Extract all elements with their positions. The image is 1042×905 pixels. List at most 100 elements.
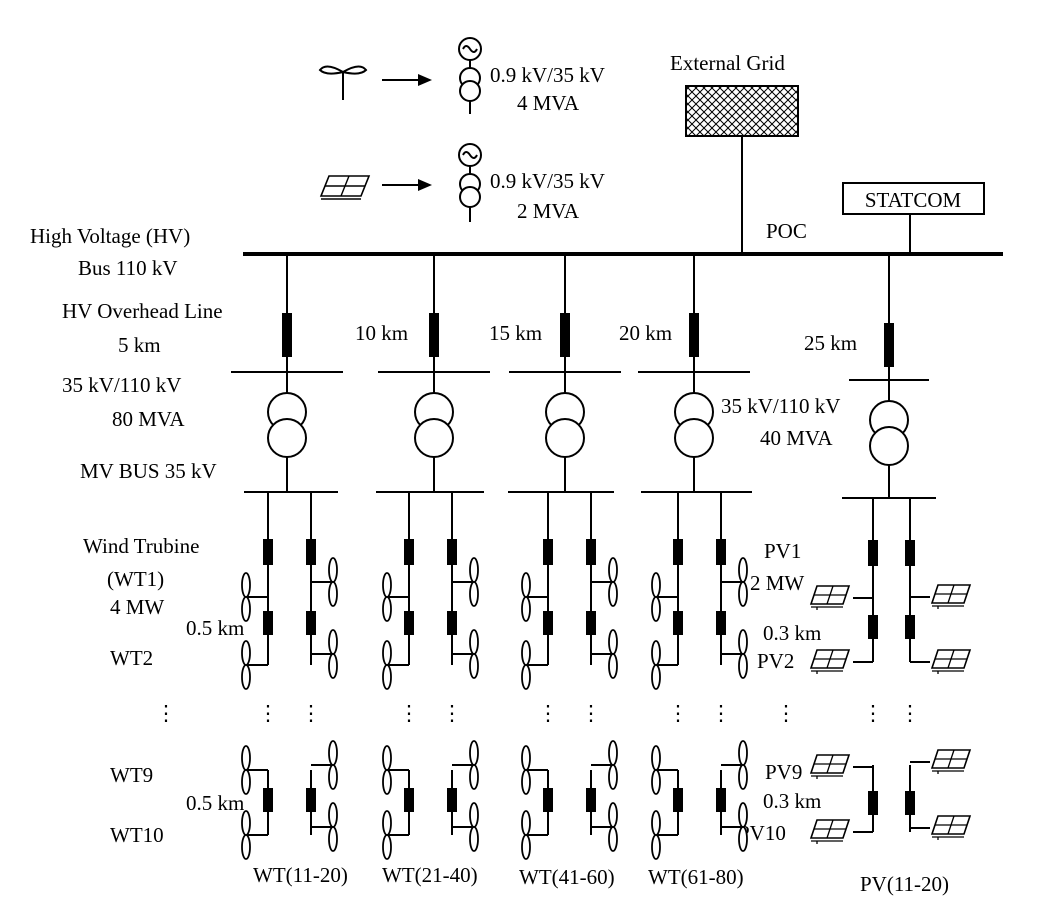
turbine-blade — [608, 802, 618, 828]
turbine-blade — [328, 826, 338, 852]
pv2-label: PV2 — [757, 649, 794, 673]
line-impedance-icon — [586, 539, 596, 565]
legend: 0.9 kV/35 kV 4 MVA 0.9 kV/35 kV 2 MVA — [318, 37, 605, 223]
ac-source-icon — [458, 37, 482, 68]
line-impedance-icon — [905, 791, 915, 815]
feeder4-tx-rating: 40 MVA — [760, 426, 833, 450]
turbine-blade — [608, 740, 618, 766]
transformer-icon — [545, 418, 585, 458]
feeder1-length: 5 km — [118, 333, 161, 357]
turbine-blade — [651, 834, 661, 860]
turbine-blade — [241, 596, 251, 622]
turbine-blade — [521, 834, 531, 860]
line-impedance-icon — [716, 788, 726, 812]
wt-gen-voltage: 0.9 kV/35 kV — [490, 63, 605, 87]
turbine-blade — [651, 810, 661, 836]
turbine-blade — [469, 740, 479, 766]
turbine-blade — [382, 572, 392, 598]
ellipsis: ⋮ — [156, 701, 177, 725]
feeder1-tx-rating: 80 MVA — [112, 407, 185, 431]
turbine-blade — [608, 826, 618, 852]
turbine-blade — [382, 834, 392, 860]
turbine-blade — [241, 769, 251, 795]
line-impedance-icon — [868, 540, 878, 566]
transformer-icon — [414, 418, 454, 458]
turbine-blade — [328, 764, 338, 790]
turbine-blade — [328, 581, 338, 607]
line-impedance-icon — [447, 539, 457, 565]
line-impedance-icon — [543, 788, 553, 812]
line-impedance-icon — [404, 611, 414, 635]
ellipsis: ⋮ — [900, 701, 921, 725]
line-impedance-icon — [586, 788, 596, 812]
turbine-blade — [469, 802, 479, 828]
turbine-blade — [738, 557, 748, 583]
turbine-blade — [241, 745, 251, 771]
wt-segment2-length: 0.5 km — [186, 791, 244, 815]
line-impedance-icon — [716, 539, 726, 565]
line-impedance-icon — [673, 539, 683, 565]
line-impedance-icon — [263, 788, 273, 812]
turbine-blade — [469, 764, 479, 790]
turbine-blade — [521, 745, 531, 771]
line-impedance-icon — [586, 611, 596, 635]
turbine-blade — [738, 802, 748, 828]
pv-segment-length: 0.3 km — [763, 621, 821, 645]
statcom-label: STATCOM — [865, 188, 962, 212]
turbine-blade — [651, 769, 661, 795]
line-impedance-icon — [868, 791, 878, 815]
turbine-blade — [241, 810, 251, 836]
turbine-blade — [521, 596, 531, 622]
turbine-blade — [738, 826, 748, 852]
line-impedance-icon — [404, 788, 414, 812]
pv9-label: PV9 — [765, 760, 802, 784]
statcom-block — [842, 182, 985, 215]
turbine-blade — [651, 640, 661, 666]
pv1-rating: 2 MW — [750, 571, 804, 595]
hv-bus-label: High Voltage (HV) — [30, 224, 190, 248]
feeder2-length: 10 km — [355, 321, 408, 345]
turbine-blade — [328, 653, 338, 679]
turbine-blade — [382, 596, 392, 622]
line-impedance-icon — [282, 313, 292, 357]
turbine-blade — [738, 629, 748, 655]
hv-line-label: HV Overhead Line — [62, 299, 223, 323]
turbine-blade — [651, 572, 661, 598]
ellipsis: ⋮ — [581, 701, 602, 725]
line-impedance-icon — [673, 788, 683, 812]
turbine-blade — [608, 581, 618, 607]
turbine-blade — [241, 640, 251, 666]
turbine-blade — [328, 629, 338, 655]
group-wt-11-20: WT(11-20) — [253, 863, 348, 887]
line-impedance-icon — [543, 539, 553, 565]
solar-panel-icon — [809, 754, 851, 779]
wt1-label-line2: (WT1) — [107, 567, 164, 591]
turbine-blade — [738, 581, 748, 607]
solar-panel-icon — [930, 749, 972, 774]
hv-bus-voltage: Bus 110 kV — [78, 256, 178, 280]
ellipsis: ⋮ — [399, 701, 420, 725]
ellipsis: ⋮ — [711, 701, 732, 725]
turbine-blade — [738, 740, 748, 766]
turbine-blade — [469, 653, 479, 679]
arrow-icon — [382, 74, 432, 86]
line-impedance-icon — [673, 611, 683, 635]
turbine-blade — [382, 745, 392, 771]
wt9-label: WT9 — [110, 763, 153, 787]
solar-panel-icon — [930, 584, 972, 609]
turbine-blade — [521, 572, 531, 598]
turbine-blade — [521, 640, 531, 666]
group-wt-21-40: WT(21-40) — [382, 863, 478, 887]
turbine-blade — [241, 664, 251, 690]
wt10-label: WT10 — [110, 823, 164, 847]
feeder5-length: 25 km — [804, 331, 857, 355]
solar-panel-icon — [319, 175, 371, 200]
group-wt-41-60: WT(41-60) — [519, 865, 615, 889]
solar-panel-icon — [930, 815, 972, 840]
turbine-blade — [738, 764, 748, 790]
turbine-blade — [651, 745, 661, 771]
line-impedance-icon — [429, 313, 439, 357]
turbine-blade — [521, 810, 531, 836]
wt-segment-length: 0.5 km — [186, 616, 244, 640]
